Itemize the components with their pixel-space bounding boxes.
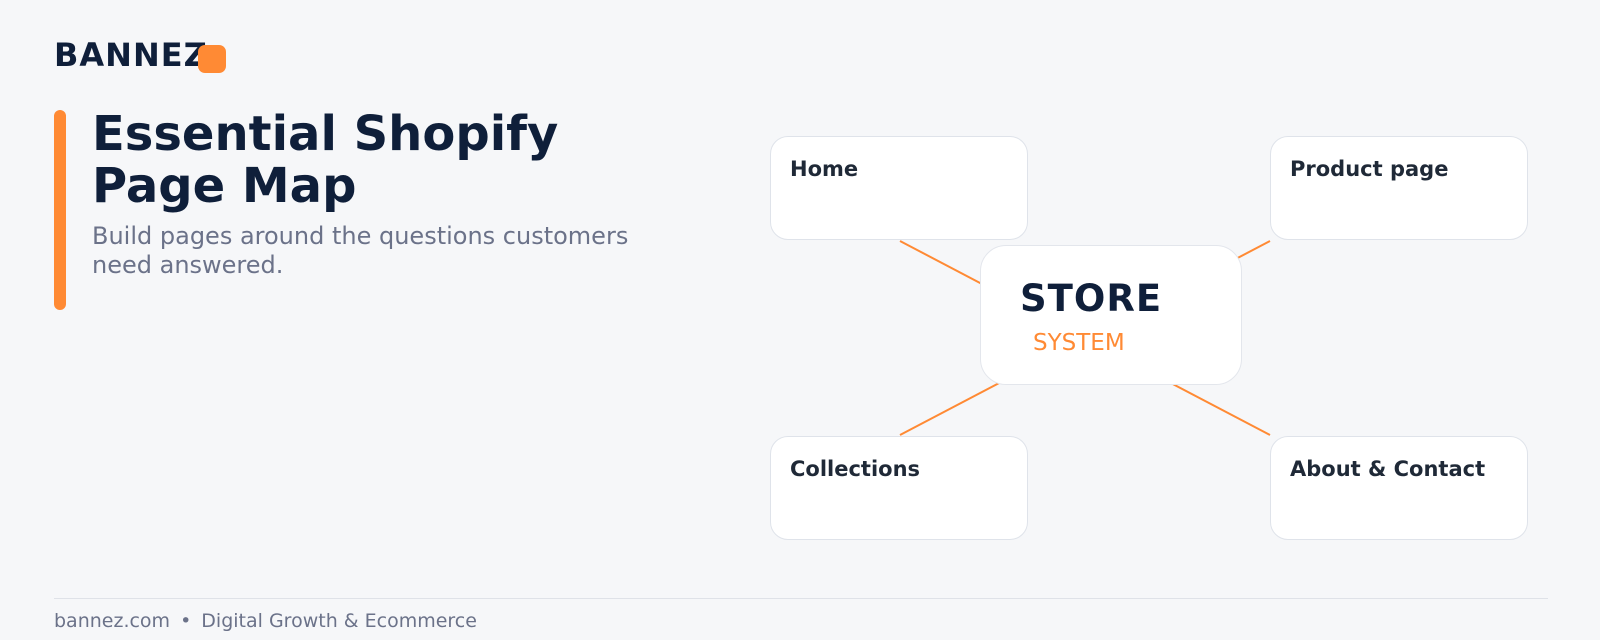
center-node — [980, 245, 1242, 385]
node-card-product-page: Product page — [1270, 136, 1528, 240]
page-subtitle: Build pages around the questions custome… — [92, 222, 629, 279]
footer-divider — [54, 598, 1548, 599]
center-node-subtitle: SYSTEM — [1033, 330, 1125, 356]
footer: bannez.com • Digital Growth & Ecommerce — [54, 610, 477, 632]
logo-mark-icon — [198, 45, 226, 73]
center-node-title: STORE — [1020, 277, 1163, 320]
node-label: Product page — [1290, 157, 1449, 181]
node-card-home: Home — [770, 136, 1028, 240]
brand-logo: BANNEZ — [54, 36, 208, 74]
node-label: Collections — [790, 457, 921, 481]
node-card-about-contact: About & Contact — [1270, 436, 1528, 540]
node-label: Home — [790, 157, 859, 181]
title-accent-bar — [54, 110, 66, 310]
node-label: About & Contact — [1290, 457, 1486, 481]
node-card-collections: Collections — [770, 436, 1028, 540]
footer-site-link[interactable]: bannez.com — [54, 610, 171, 632]
footer-separator: • — [180, 610, 192, 632]
page-title: Essential Shopify Page Map — [92, 106, 559, 214]
footer-tagline: Digital Growth & Ecommerce — [201, 610, 477, 632]
